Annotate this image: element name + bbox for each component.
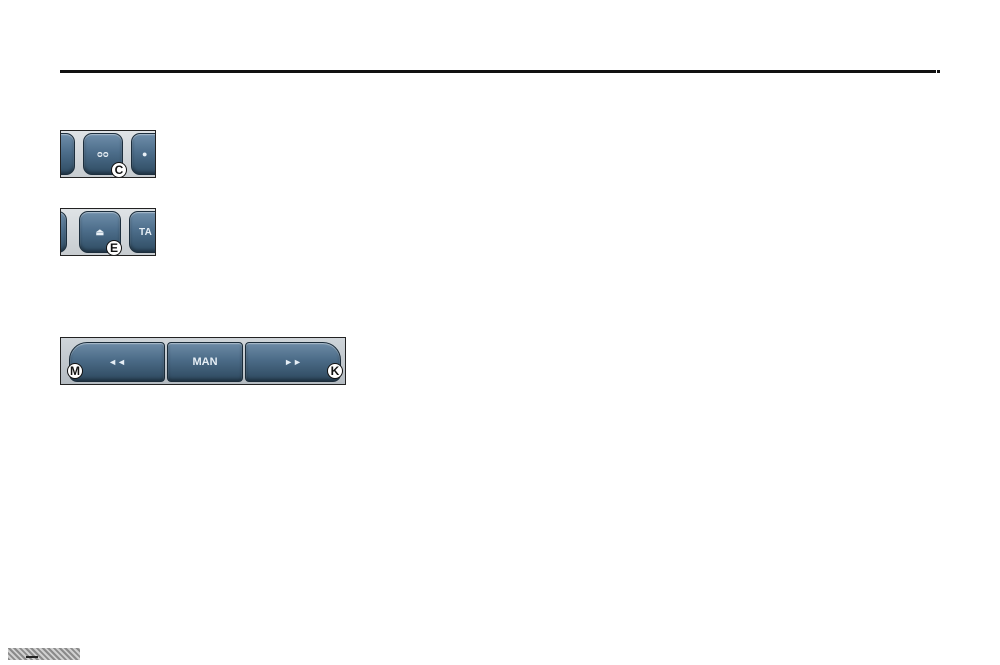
rewind-icon: ◄◄ (108, 357, 126, 367)
badge-k: K (327, 363, 343, 379)
header-rule-end-dot (937, 70, 940, 73)
cassette-key[interactable]: ᴑᴑ (83, 133, 123, 175)
page-footer-hatch (8, 648, 80, 660)
left-partial-key[interactable] (61, 133, 75, 175)
badge-e: E (106, 240, 122, 255)
button-strip-illustration: ◄◄ MAN ►► M K (60, 337, 346, 385)
eject-icon: ⏏ (95, 226, 105, 237)
man-button-label: MAN (192, 356, 218, 368)
badge-c: C (111, 162, 127, 177)
rewind-button[interactable]: ◄◄ (69, 342, 165, 382)
fast-forward-icon: ►► (284, 357, 302, 367)
header-rule (60, 70, 936, 73)
cassette-tape-icon: ᴑᴑ (97, 149, 109, 159)
fast-forward-button[interactable]: ►► (245, 342, 341, 382)
page-footer-mark (26, 656, 38, 658)
panel-c-illustration: ᴑᴑ ● C (60, 130, 156, 178)
ta-key-label: TA (139, 226, 153, 238)
record-dot-icon: ● (142, 149, 148, 159)
eject-key[interactable]: ⏏ (79, 211, 121, 253)
man-button[interactable]: MAN (167, 342, 243, 382)
left-partial-key[interactable] (61, 211, 67, 253)
panel-e-illustration: ⏏ TA E (60, 208, 156, 256)
ta-key[interactable]: TA (129, 211, 155, 253)
right-partial-key[interactable]: ● (131, 133, 155, 175)
badge-m: M (67, 363, 83, 379)
